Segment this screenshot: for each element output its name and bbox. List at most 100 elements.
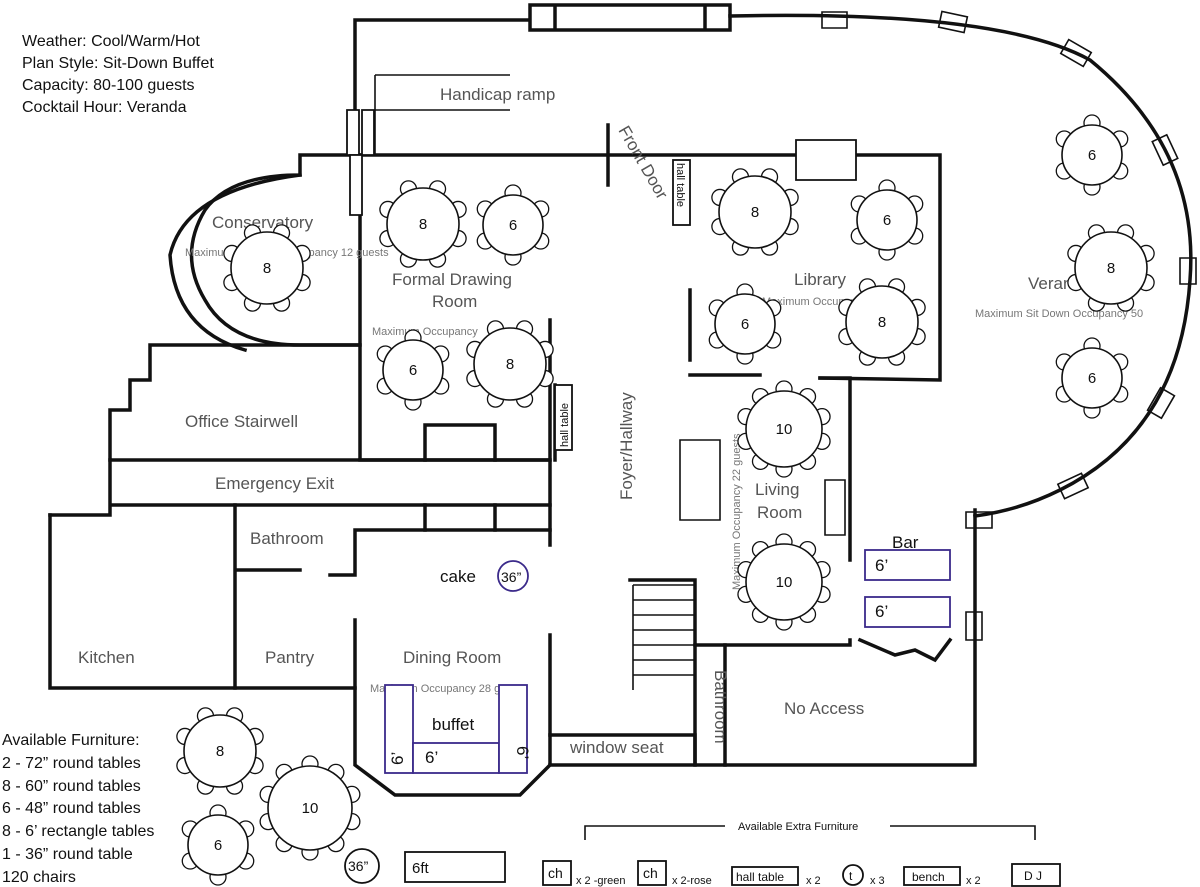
living-room-label-2: Room — [757, 503, 802, 522]
cake-table — [497, 560, 529, 592]
walls — [48, 3, 1197, 797]
round-table-top — [856, 189, 918, 251]
buffet-area: buffet 6’ 6’ 6’ — [384, 684, 532, 774]
t-table-circle — [842, 864, 864, 886]
table-number: 10 — [776, 574, 793, 591]
round-tables: 8 8 6 6 8 8 6 6 8 6 8 6 10 10 8 10 6 — [176, 114, 1155, 886]
cake-label: cake — [440, 567, 476, 586]
drawing-table-a: 8 — [379, 180, 467, 268]
bench-qty: x 2 — [966, 875, 981, 887]
chair-green-label: ch — [548, 865, 563, 881]
round-table-top — [1061, 124, 1123, 186]
bar-area: Bar 6’ 6’ — [864, 533, 951, 628]
dj-label: D J — [1024, 869, 1042, 883]
table-number: 6 — [214, 837, 222, 854]
front-door-label: Front Door — [615, 123, 672, 203]
furniture-item: 8 - 60” round tables — [2, 778, 141, 795]
window-seat-label: window seat — [569, 738, 664, 757]
library-table-a: 8 — [711, 168, 799, 256]
t-table-label: t — [849, 869, 853, 883]
table-number: 10 — [776, 421, 793, 438]
no-access-label: No Access — [784, 699, 864, 718]
round-table-top — [473, 327, 547, 401]
handicap-ramp-label: Handicap ramp — [440, 85, 555, 104]
available-furniture: Available Furniture: 2 - 72” round table… — [2, 732, 506, 886]
dining-room-label: Dining Room — [403, 648, 501, 667]
furniture-item: 8 - 6’ rectangle tables — [2, 823, 154, 840]
sample-36-table — [344, 848, 380, 884]
table-number: 8 — [1107, 260, 1115, 277]
buffet-table-left-size: 6’ — [388, 752, 407, 765]
table-number: 10 — [302, 800, 319, 817]
buffet-table-right-size: 6’ — [513, 746, 532, 759]
furniture-title: Available Furniture: — [2, 732, 140, 749]
round-table-top — [745, 543, 823, 621]
bathroom-label: Bathroom — [250, 529, 324, 548]
buffet-table-left — [384, 684, 414, 774]
hall-table-qty: x 2 — [806, 875, 821, 887]
table-number: 8 — [216, 743, 224, 760]
formal-drawing-occupancy: Maximum Occupancy — [372, 326, 478, 338]
round-table-top — [183, 714, 257, 788]
sample-table-10: 10 — [259, 755, 361, 861]
table-number: 8 — [751, 204, 759, 221]
chair-rose-box — [637, 860, 667, 886]
round-table-top — [718, 175, 792, 249]
sample-6ft-label: 6ft — [412, 860, 430, 877]
cocktail-hour-text: Cocktail Hour: Veranda — [22, 99, 187, 116]
library-label: Library — [794, 270, 846, 289]
round-table-top — [187, 814, 249, 876]
round-table-top — [845, 285, 919, 359]
sample-table-6: 6 — [181, 804, 255, 886]
conservatory-label: Conservatory — [212, 213, 314, 232]
round-table-top — [1061, 347, 1123, 409]
drawing-table-b: 6 — [476, 184, 550, 266]
buffet-table-center-size: 6’ — [425, 748, 438, 767]
round-table-top — [714, 293, 776, 355]
hall-table-box — [731, 866, 799, 886]
round-table-top — [482, 194, 544, 256]
living-table-a: 10 — [737, 380, 831, 478]
event-info: Weather: Cool/Warm/Hot Plan Style: Sit-D… — [22, 33, 214, 116]
sample-6ft-table — [404, 851, 506, 883]
hall-table-front-label: hall table — [674, 163, 686, 207]
round-table-top — [382, 339, 444, 401]
office-stairwell-label: Office Stairwell — [185, 412, 298, 431]
pantry-label: Pantry — [265, 648, 315, 667]
formal-drawing-room-label: Formal Drawing — [392, 270, 512, 289]
hall-table-drawing — [554, 384, 573, 451]
bar-label: Bar — [892, 533, 919, 552]
cake-area: cake 36” — [440, 560, 529, 592]
hall-table-drawing-label: hall table — [559, 403, 571, 447]
extra-furniture: Available Extra Furniture ch x 2 -green … — [542, 821, 1061, 887]
round-table-top — [230, 231, 304, 305]
chair-green-qty: x 2 -green — [576, 875, 626, 887]
bar-table-1-size: 6’ — [875, 556, 888, 575]
drawing-table-c: 6 — [376, 329, 450, 411]
furniture-item: 1 - 36” round table — [2, 846, 133, 863]
living-room-occupancy: Maximum Occupancy 22 guests — [731, 433, 743, 590]
table-number: 8 — [506, 356, 514, 373]
veranda-occupancy: Maximum Sit Down Occupancy 50 — [975, 308, 1143, 320]
library-table-c: 6 — [708, 283, 782, 365]
round-table-top — [386, 187, 460, 261]
furniture-item: 2 - 72” round tables — [2, 755, 141, 772]
bar-table-2 — [864, 596, 951, 628]
formal-drawing-room-label-2: Room — [432, 292, 477, 311]
table-number: 8 — [419, 216, 427, 233]
buffet-label: buffet — [432, 715, 475, 734]
bar-table-2-size: 6’ — [875, 602, 888, 621]
hall-table-extra-label: hall table — [736, 870, 784, 884]
library-table-b: 6 — [850, 179, 924, 261]
buffet-table-right — [498, 684, 528, 774]
drawing-table-d: 8 — [466, 320, 554, 408]
conservatory-table: 8 — [223, 224, 311, 312]
chair-green-box — [542, 860, 572, 886]
furniture-item: 6 - 48” round tables — [2, 800, 141, 817]
round-table-top — [267, 765, 353, 851]
table-number: 8 — [263, 260, 271, 277]
table-number: 6 — [409, 362, 417, 379]
veranda-table-b: 8 — [1067, 224, 1155, 312]
table-number: 6 — [741, 316, 749, 333]
capacity-text: Capacity: 80-100 guests — [22, 77, 195, 94]
